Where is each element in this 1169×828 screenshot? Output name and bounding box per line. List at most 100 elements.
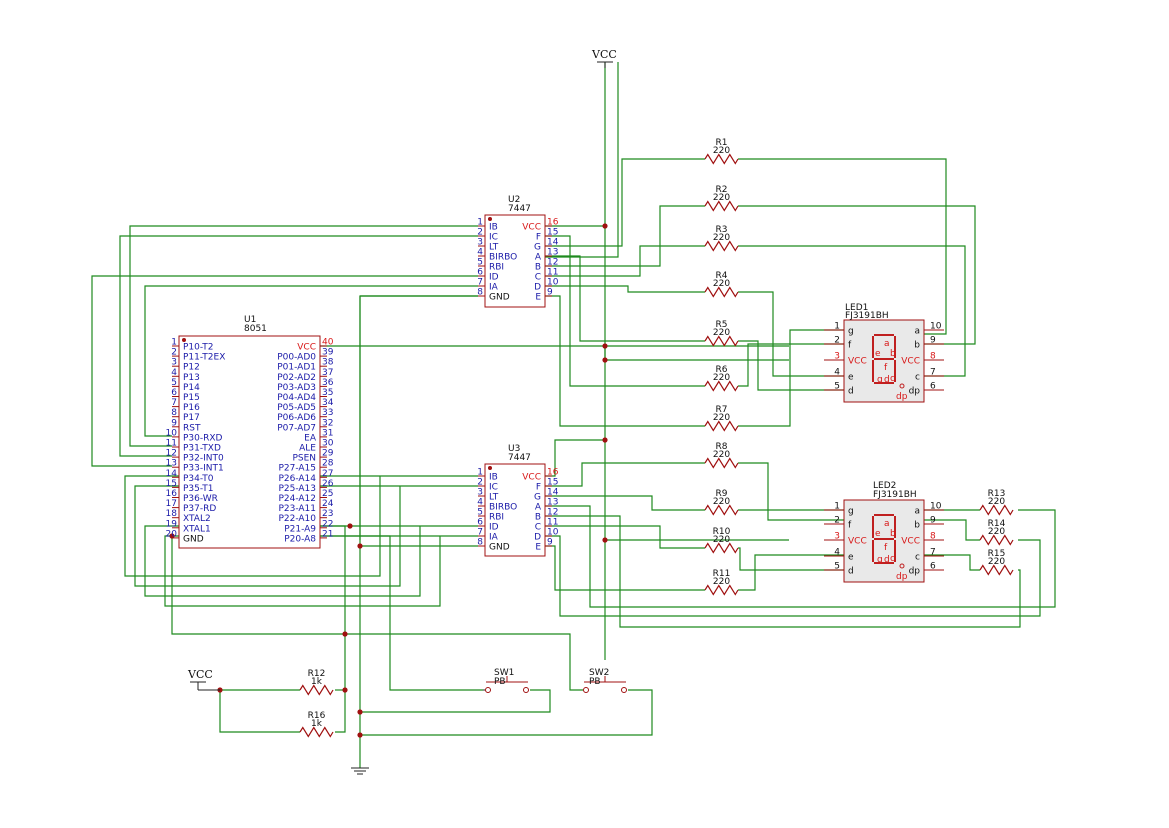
u1-pin-name: P37-RD (183, 504, 216, 514)
u1-pin-number: 2 (171, 348, 177, 358)
led1-pin-7: 7c (915, 368, 944, 383)
u3-pin-number: 12 (547, 508, 558, 518)
resistor-value: 220 (713, 279, 730, 289)
u1-pin-number: 30 (322, 439, 334, 449)
u1-pin-number: 21 (322, 529, 333, 539)
u2-pin-name: BIRBO (489, 253, 517, 263)
resistor-value: 220 (713, 450, 730, 460)
resistor-value: 1k (311, 719, 323, 729)
led1-ref: LED1 (845, 303, 868, 313)
led2-seg-a: a (884, 519, 890, 529)
u1-pin-name: ALE (299, 444, 316, 454)
u3-pin-number: 9 (547, 538, 553, 548)
u1-pin-number: 1 (171, 338, 177, 348)
u2-pin-name: E (535, 293, 541, 303)
u1-pin-number: 31 (322, 428, 333, 438)
u1-pin-number: 10 (166, 428, 178, 438)
led1-seg-e: e (875, 349, 881, 359)
u3-pin-13: 13A (535, 498, 559, 513)
u3-pin-name: ID (489, 523, 499, 533)
led2-pin-6: 6dp (909, 562, 944, 577)
u1-pin-name: P13 (183, 373, 200, 383)
u1-pin-name: P07-AD7 (277, 423, 316, 433)
u1-pin-number: 8 (171, 408, 177, 418)
u2-pin-number: 11 (547, 268, 558, 278)
u2-pin-15: 15F (536, 228, 559, 243)
u2-pin-name: IA (489, 283, 499, 293)
led2-pin-number: 8 (930, 532, 936, 542)
u3-pin-number: 14 (547, 488, 559, 498)
u2-pin-number: 7 (477, 278, 483, 288)
led1-pin-name: d (848, 387, 854, 397)
u2-pin-number: 6 (477, 268, 483, 278)
led2-pin-name: c (915, 553, 920, 563)
u3-pin-name: LT (489, 493, 499, 503)
u3-pin-15: 15F (536, 478, 559, 493)
led2-pin-number: 2 (834, 516, 840, 526)
led2-pin-name: a (914, 507, 920, 517)
led1-value: FJ3191BH (845, 311, 889, 321)
led2-pin-name: b (914, 521, 920, 531)
sw1-ref: SW1 (494, 668, 514, 678)
led1-pin-number: 3 (834, 352, 840, 362)
u3-pin-12: 12B (535, 508, 559, 523)
led1-pin-name: a (914, 327, 920, 337)
u3-pin-number: 7 (477, 528, 483, 538)
u1-pin-name: XTAL1 (183, 524, 211, 534)
led1-seg-g: g (877, 375, 883, 385)
u2-pin-name: VCC (522, 223, 541, 233)
u1-pin-name: P10-T2 (183, 343, 214, 353)
led1-seg-b: b (890, 349, 896, 359)
u1-pin-number: 28 (322, 459, 334, 469)
u1-pin-name: P15 (183, 393, 200, 403)
led2-seg-f: f (884, 543, 888, 553)
led2-pin-9: 9b (914, 516, 944, 531)
u3-pin-name: A (535, 503, 542, 513)
led1-pin-name: g (848, 327, 854, 337)
u2-pin-number: 8 (477, 288, 483, 298)
resistor-value: 220 (713, 146, 730, 156)
led2-seg-c: c (890, 554, 895, 564)
resistor-ref: R9 (716, 489, 728, 499)
resistor-value: 220 (713, 373, 730, 383)
u3-pin-9: 9E (535, 538, 553, 553)
u1-pin-number: 25 (322, 489, 333, 499)
u3-pin-number: 6 (477, 518, 483, 528)
vcc-symbol-top: VCC (591, 48, 617, 68)
resistor-value: 220 (988, 527, 1005, 537)
u3-pin-number: 2 (477, 478, 483, 488)
sw2-pushbutton[interactable]: SW2 PB (583, 668, 627, 693)
u3-pin-number: 13 (547, 498, 558, 508)
u1-pin-number: 18 (166, 509, 178, 519)
led2-seg-b: b (890, 529, 896, 539)
resistor-ref: R7 (716, 405, 728, 415)
resistor-ref: R6 (716, 365, 728, 375)
sw1-pushbutton[interactable]: SW1 PB (483, 668, 529, 693)
